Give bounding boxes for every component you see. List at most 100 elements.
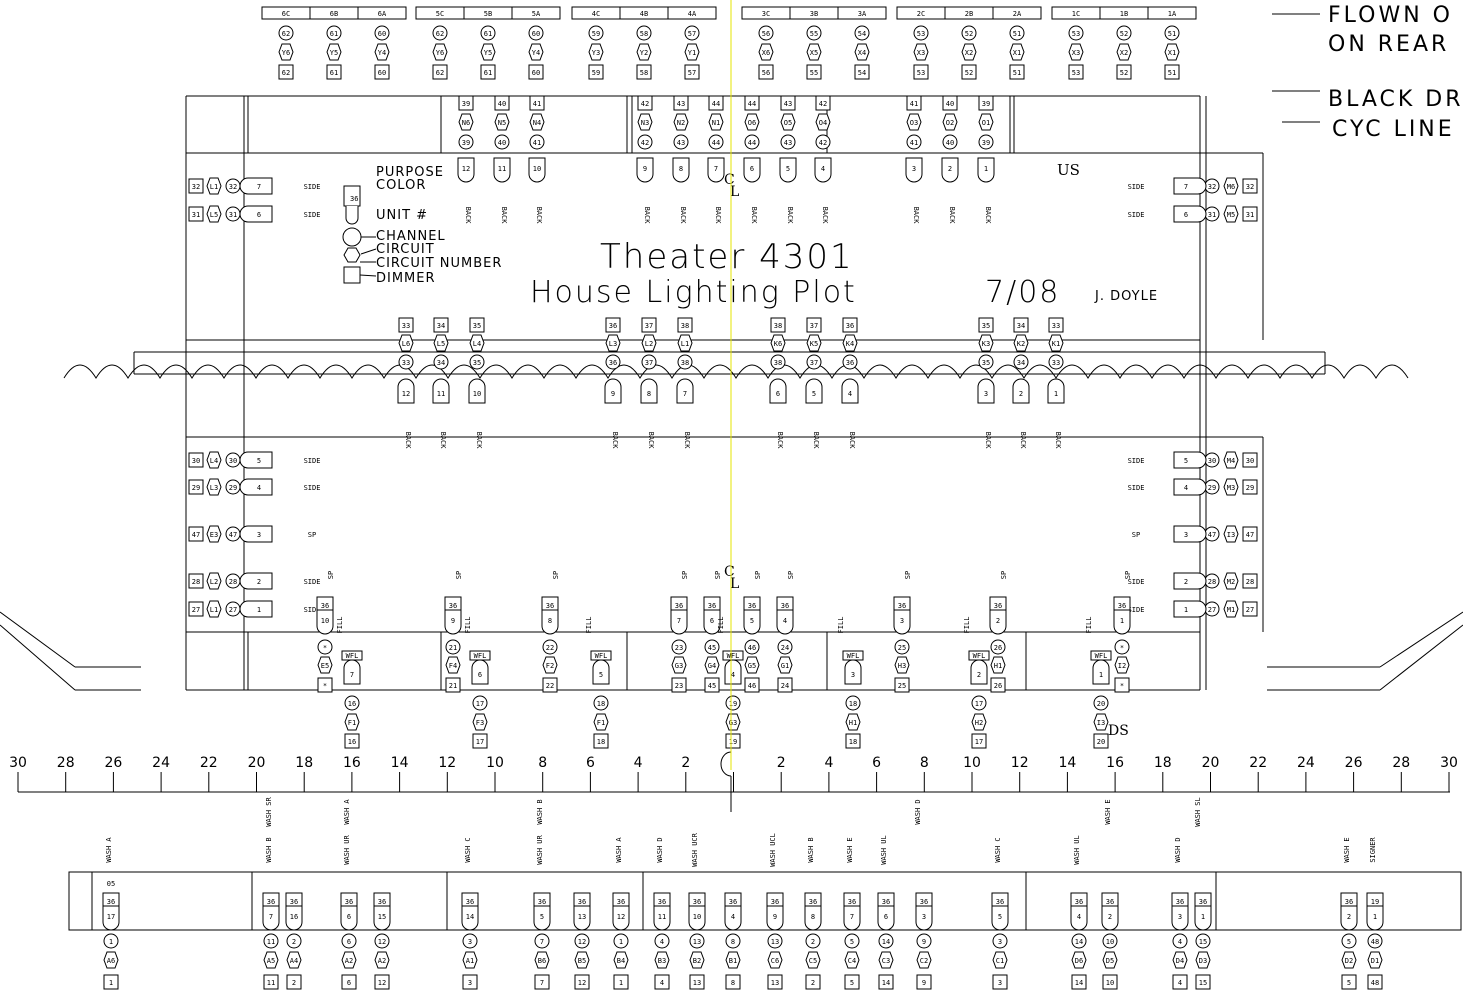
purpose-label: BACK — [984, 207, 992, 225]
instrument-unit — [573, 905, 591, 931]
circuit-hex-label: D1 — [1371, 957, 1379, 965]
channel-circle — [445, 639, 461, 655]
purpose-label: WASH C — [994, 837, 1002, 862]
instrument-unit — [592, 659, 610, 685]
channel-circle-label: 33 — [402, 359, 410, 367]
instrument-unit — [805, 378, 823, 404]
position-label-box — [667, 6, 717, 20]
dimmer-box — [1116, 64, 1132, 80]
circuit-hex-label: B6 — [538, 957, 546, 965]
proscenium-right — [1379, 611, 1463, 691]
ruler-tick-label: 10 — [963, 755, 981, 771]
channel-circle-label: 29 — [1208, 484, 1216, 492]
circuit-hex — [704, 656, 720, 674]
purpose-label: WASH UCR — [691, 832, 699, 867]
channel-circle-label: 3 — [998, 938, 1002, 946]
circuit-hex — [1013, 334, 1029, 352]
purpose-label: SP — [904, 571, 912, 579]
ruler-tick-label: 12 — [438, 755, 456, 771]
channel-circle-label: 52 — [1120, 30, 1128, 38]
instrument-unit — [970, 659, 988, 685]
dimmer-box — [1242, 573, 1258, 589]
instrument-unit — [676, 378, 694, 404]
note-flown-2: ON REAR — [1328, 32, 1449, 57]
channel-circle-label: 30 — [1208, 457, 1216, 465]
ruler-tick-label: 30 — [1440, 755, 1458, 771]
channel-circle — [1114, 639, 1130, 655]
channel-circle-label: 22 — [546, 644, 554, 652]
color-label: 36 — [809, 898, 817, 906]
purpose-label: BACK — [714, 207, 722, 225]
circuit-hex — [725, 951, 741, 969]
channel-circle — [815, 134, 831, 150]
dimmer-box — [458, 95, 474, 111]
color-label: 36 — [1199, 898, 1207, 906]
circuit-hex — [528, 43, 544, 61]
dimmer-box-label: 16 — [348, 738, 356, 746]
dimmer-box — [725, 733, 741, 749]
dimmer-box-label: 9 — [922, 979, 926, 987]
position-label: 2C — [917, 10, 925, 18]
instrument-unit — [688, 905, 706, 931]
circuit-hex-label: M6 — [1227, 183, 1235, 191]
circuit-hex — [326, 43, 342, 61]
circuit-hex — [1048, 334, 1064, 352]
channel-circle — [1195, 933, 1211, 949]
circuit-hex-label: Y1 — [688, 49, 696, 57]
color-label: 36 — [321, 602, 329, 610]
instrument-unit — [397, 378, 415, 404]
mid-pipe-units: 33L63312BACK34L53411BACK35L43510BACK36L3… — [397, 317, 1065, 449]
channel-circle-label: 53 — [1072, 30, 1080, 38]
color-label: 36 — [1118, 602, 1126, 610]
wash-marker-label: WASH SR — [265, 796, 273, 826]
channel-circle — [469, 354, 485, 370]
circuit-hex — [689, 951, 705, 969]
wash-marker-label: WASH A — [343, 799, 351, 825]
circuit-hex-label: X1 — [1168, 49, 1176, 57]
instrument-unit — [468, 378, 486, 404]
dimmer-box — [758, 64, 774, 80]
dimmer-box-label: 1 — [109, 979, 113, 987]
circuit-hex — [684, 43, 700, 61]
instrument-unit-label: 7 — [850, 913, 854, 921]
channel-circle-label: 27 — [1208, 606, 1216, 614]
dimmer-box-label: 13 — [771, 979, 779, 987]
dimmer-box-label: 38 — [774, 322, 782, 330]
instrument-unit — [1012, 378, 1030, 404]
dimmer-box-label: 13 — [693, 979, 701, 987]
dimmer-box — [528, 64, 544, 80]
channel-circle-label: 36 — [846, 359, 854, 367]
channel-circle — [913, 25, 929, 41]
circuit-hex — [445, 656, 461, 674]
instrument-unit — [640, 378, 658, 404]
channel-circle-label: 12 — [578, 938, 586, 946]
ruler-tick-label: 30 — [9, 755, 27, 771]
circuit-hex — [971, 713, 987, 731]
dimmer-box — [593, 733, 609, 749]
channel-circle — [317, 639, 333, 655]
dimmer-box — [1164, 64, 1180, 80]
unit-number: 7 — [1184, 183, 1188, 191]
circuit-hex-label: N1 — [712, 119, 720, 127]
instrument-unit-label: 7 — [350, 671, 354, 679]
dimmer-box-label: 3 — [998, 979, 1002, 987]
purpose-label: SIDE — [304, 457, 321, 465]
dimmer-box — [878, 974, 894, 990]
circuit-hex — [673, 113, 689, 131]
instrument-unit-label: 8 — [647, 390, 651, 398]
dimmer-box — [480, 64, 496, 80]
dimmer-box — [1242, 452, 1258, 468]
dimmer-box — [1341, 974, 1357, 990]
circuit-hex — [671, 656, 687, 674]
instrument-unit — [989, 609, 1007, 635]
channel-circle — [374, 25, 390, 41]
channel-circle — [725, 695, 741, 711]
unit-number: 2 — [257, 578, 261, 586]
instrument-unit-label: 2 — [948, 165, 952, 173]
position-label: 6C — [282, 10, 290, 18]
instrument-unit — [893, 609, 911, 635]
purpose-label: WASH C — [464, 837, 472, 862]
purpose-label: SIDE — [304, 484, 321, 492]
